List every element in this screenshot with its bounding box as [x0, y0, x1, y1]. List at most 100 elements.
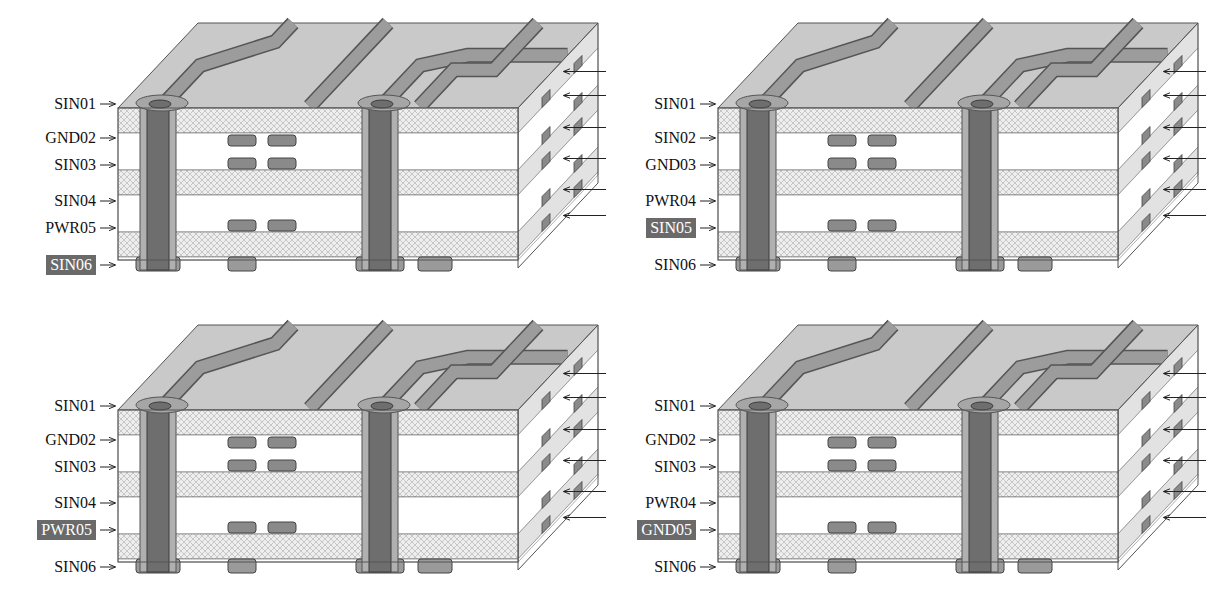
leader-arrow — [700, 165, 715, 166]
side-trace — [574, 482, 582, 500]
leader-arrow — [100, 138, 115, 139]
layer-name: SIN01 — [654, 397, 696, 415]
leader-arrow — [700, 228, 715, 229]
leader-arrow — [700, 467, 715, 468]
via-opening — [971, 402, 993, 410]
layer-name: SIN04 — [54, 192, 96, 210]
side-trace — [1174, 180, 1182, 198]
inner-trace — [868, 135, 896, 146]
inner-trace — [868, 522, 896, 533]
bottom-trace — [228, 559, 256, 573]
side-trace — [542, 90, 550, 108]
side-trace — [1142, 454, 1150, 472]
leader-arrow — [564, 95, 606, 96]
front-layer — [718, 435, 1118, 472]
side-trace — [542, 516, 550, 534]
trace-outline — [760, 23, 893, 108]
inner-trace — [828, 460, 856, 471]
side-layer — [1118, 147, 1198, 257]
leader-arrow — [564, 127, 606, 128]
leader-arrow — [100, 201, 115, 202]
side-trace — [1142, 491, 1150, 509]
leader-arrow — [1164, 189, 1206, 190]
layer-name: PWR05 — [45, 219, 96, 237]
via-hole — [747, 406, 769, 572]
highlighted-layer: PWR05 — [37, 520, 96, 540]
via-pad — [958, 397, 1010, 413]
front-outline — [118, 410, 518, 562]
side-trace — [1174, 118, 1182, 136]
side-layer — [518, 147, 598, 257]
side-trace — [1174, 457, 1182, 475]
via-hole — [369, 406, 391, 572]
front-outline — [118, 108, 518, 260]
side-trace — [1174, 155, 1182, 173]
side-trace — [1142, 429, 1150, 447]
trace-outline — [1020, 23, 1138, 106]
front-outline — [718, 108, 1118, 260]
layer-name: SIN06 — [54, 558, 96, 576]
leader-arrow — [564, 491, 606, 492]
front-layer — [718, 195, 1118, 232]
front-layer — [718, 170, 1118, 195]
side-trace — [542, 152, 550, 170]
inner-trace — [868, 158, 896, 169]
top-trace — [420, 23, 538, 106]
side-trace — [1142, 90, 1150, 108]
via-hole — [147, 104, 169, 270]
side-trace — [1142, 152, 1150, 170]
side-trace — [542, 491, 550, 509]
front-outline — [718, 410, 1118, 562]
side-layer — [518, 449, 598, 559]
via-barrel — [962, 104, 998, 270]
top-surface — [118, 23, 598, 108]
side-trace — [574, 56, 582, 74]
layer-name: SIN03 — [54, 458, 96, 476]
side-trace — [574, 358, 582, 376]
leader-arrow — [564, 397, 606, 398]
bottom-trace — [828, 559, 856, 573]
inner-trace — [228, 158, 256, 169]
highlighted-layer: GND05 — [637, 520, 696, 540]
leader-arrow — [700, 265, 715, 266]
top-trace — [1020, 325, 1138, 408]
leader-arrow — [100, 440, 115, 441]
leader-arrow — [700, 201, 715, 202]
highlighted-layer: SIN05 — [646, 218, 696, 238]
inner-trace — [228, 437, 256, 448]
side-trace — [542, 454, 550, 472]
side-trace — [542, 392, 550, 410]
via-pad — [136, 397, 188, 413]
layer-name: PWR04 — [645, 192, 696, 210]
side-trace — [1174, 482, 1182, 500]
layer-name: GND02 — [645, 431, 696, 449]
layer-name: SIN05 — [650, 219, 692, 236]
trace-outline — [1020, 325, 1138, 408]
via-hole — [969, 104, 991, 270]
front-layer — [118, 472, 518, 497]
layer-name: SIN01 — [54, 397, 96, 415]
pcb-stackup — [700, 325, 1206, 573]
leader-arrow — [1164, 95, 1206, 96]
inner-trace — [268, 437, 296, 448]
via-pad — [958, 95, 1010, 111]
leader-arrow — [100, 567, 115, 568]
top-trace — [910, 325, 988, 408]
inner-trace — [268, 460, 296, 471]
inner-trace — [868, 220, 896, 231]
front-layer — [118, 108, 518, 133]
via-pad — [736, 95, 788, 111]
top-trace — [760, 325, 893, 410]
inner-trace — [228, 460, 256, 471]
front-layer — [718, 108, 1118, 133]
side-trace — [542, 189, 550, 207]
trace-outline — [420, 325, 538, 408]
trace-outline — [310, 325, 388, 408]
leader-arrow — [564, 158, 606, 159]
leader-arrow — [100, 165, 115, 166]
side-trace — [574, 420, 582, 438]
leader-arrow — [700, 104, 715, 105]
inner-trace — [828, 158, 856, 169]
leader-arrow — [700, 406, 715, 407]
